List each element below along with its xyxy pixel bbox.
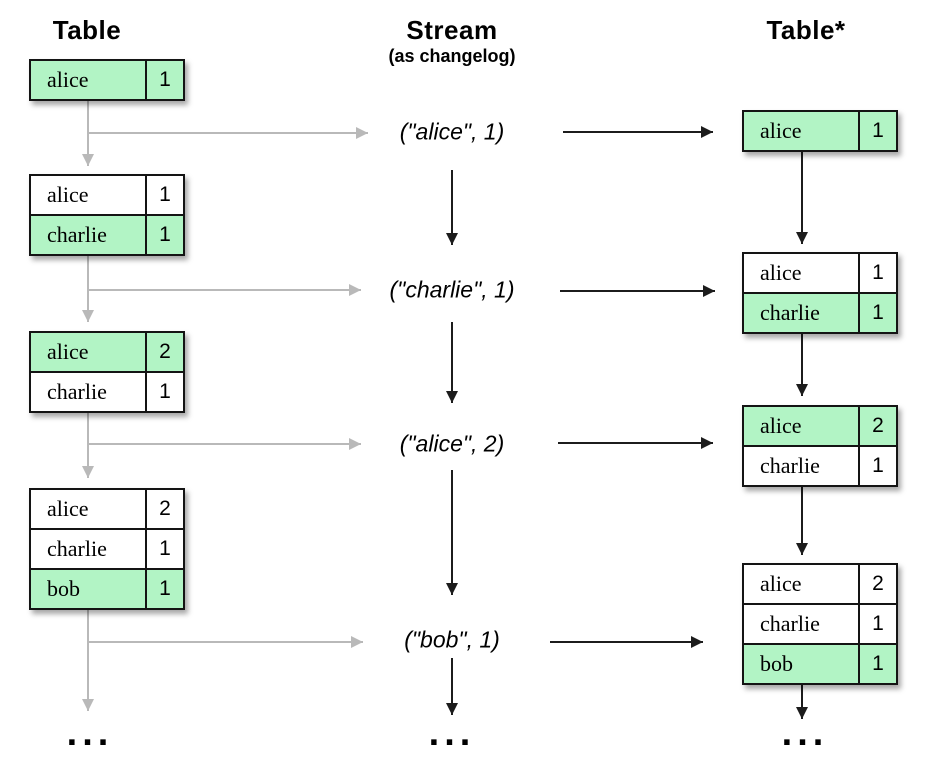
stream-event-2: ("charlie", 1) xyxy=(389,276,515,303)
ellipsis-right: ... xyxy=(781,712,829,754)
column-header-table: Table xyxy=(52,15,122,45)
row-value: 1 xyxy=(858,447,896,485)
row-key: alice xyxy=(760,118,802,143)
row-key: alice xyxy=(760,260,802,285)
row-value: 1 xyxy=(145,530,183,568)
stream-event-3: ("alice", 2) xyxy=(399,430,505,457)
column-header-stream-subtitle: (as changelog) xyxy=(388,46,516,66)
table-row: alice 2 xyxy=(744,407,896,447)
table-state-3: alice 2 charlie 1 xyxy=(29,331,185,413)
table-row: bob 1 xyxy=(744,645,896,683)
row-value: 1 xyxy=(145,176,183,214)
table-row: alice 2 xyxy=(31,490,183,530)
row-key: charlie xyxy=(47,222,107,247)
row-value: 1 xyxy=(145,373,183,411)
row-key: alice xyxy=(47,182,89,207)
stream-event-1: ("alice", 1) xyxy=(399,118,505,145)
table-state-2: alice 1 charlie 1 xyxy=(29,174,185,256)
row-value: 2 xyxy=(145,333,183,371)
row-key: charlie xyxy=(47,536,107,561)
table-row: bob 1 xyxy=(31,570,183,608)
row-key: bob xyxy=(47,576,80,601)
row-key: alice xyxy=(47,339,89,364)
table-row: alice 1 xyxy=(31,176,183,216)
stream-event-4: ("bob", 1) xyxy=(404,626,500,653)
result-table-state-4: alice 2 charlie 1 bob 1 xyxy=(742,563,898,685)
table-row: alice 2 xyxy=(31,333,183,373)
row-key: charlie xyxy=(760,453,820,478)
row-value: 1 xyxy=(858,254,896,292)
table-row: charlie 1 xyxy=(744,447,896,485)
row-value: 1 xyxy=(858,294,896,332)
row-value: 2 xyxy=(145,490,183,528)
result-table-state-1: alice 1 xyxy=(742,110,898,152)
stream-to-table-arrows xyxy=(550,126,715,648)
table-row: alice 2 xyxy=(744,565,896,605)
row-value: 1 xyxy=(858,112,896,150)
table-row: alice 1 xyxy=(744,112,896,150)
table-row: alice 1 xyxy=(744,254,896,294)
column-header-stream: Stream xyxy=(406,15,498,45)
row-value: 1 xyxy=(145,216,183,254)
table-row: charlie 1 xyxy=(31,373,183,411)
table-row: charlie 1 xyxy=(31,530,183,570)
row-key: charlie xyxy=(47,379,107,404)
row-key: bob xyxy=(760,651,793,676)
row-value: 2 xyxy=(858,407,896,445)
row-key: charlie xyxy=(760,611,820,636)
row-key: alice xyxy=(47,496,89,521)
table-row: alice 1 xyxy=(31,61,183,99)
table-state-4: alice 2 charlie 1 bob 1 xyxy=(29,488,185,610)
table-row: charlie 1 xyxy=(31,216,183,254)
ellipsis-left: ... xyxy=(66,712,114,754)
gray-table-to-stream-arrows xyxy=(82,100,368,711)
result-table-state-3: alice 2 charlie 1 xyxy=(742,405,898,487)
row-key: alice xyxy=(760,413,802,438)
row-key: alice xyxy=(47,67,89,92)
row-value: 1 xyxy=(145,61,183,99)
row-value: 2 xyxy=(858,565,896,603)
row-value: 1 xyxy=(145,570,183,608)
row-key: charlie xyxy=(760,300,820,325)
ellipsis-middle: ... xyxy=(428,712,476,754)
row-key: alice xyxy=(760,571,802,596)
row-value: 1 xyxy=(858,645,896,683)
row-value: 1 xyxy=(858,605,896,643)
table-row: charlie 1 xyxy=(744,294,896,332)
table-row: charlie 1 xyxy=(744,605,896,645)
table-state-1: alice 1 xyxy=(29,59,185,101)
result-table-state-2: alice 1 charlie 1 xyxy=(742,252,898,334)
column-header-table-star: Table* xyxy=(766,15,846,45)
